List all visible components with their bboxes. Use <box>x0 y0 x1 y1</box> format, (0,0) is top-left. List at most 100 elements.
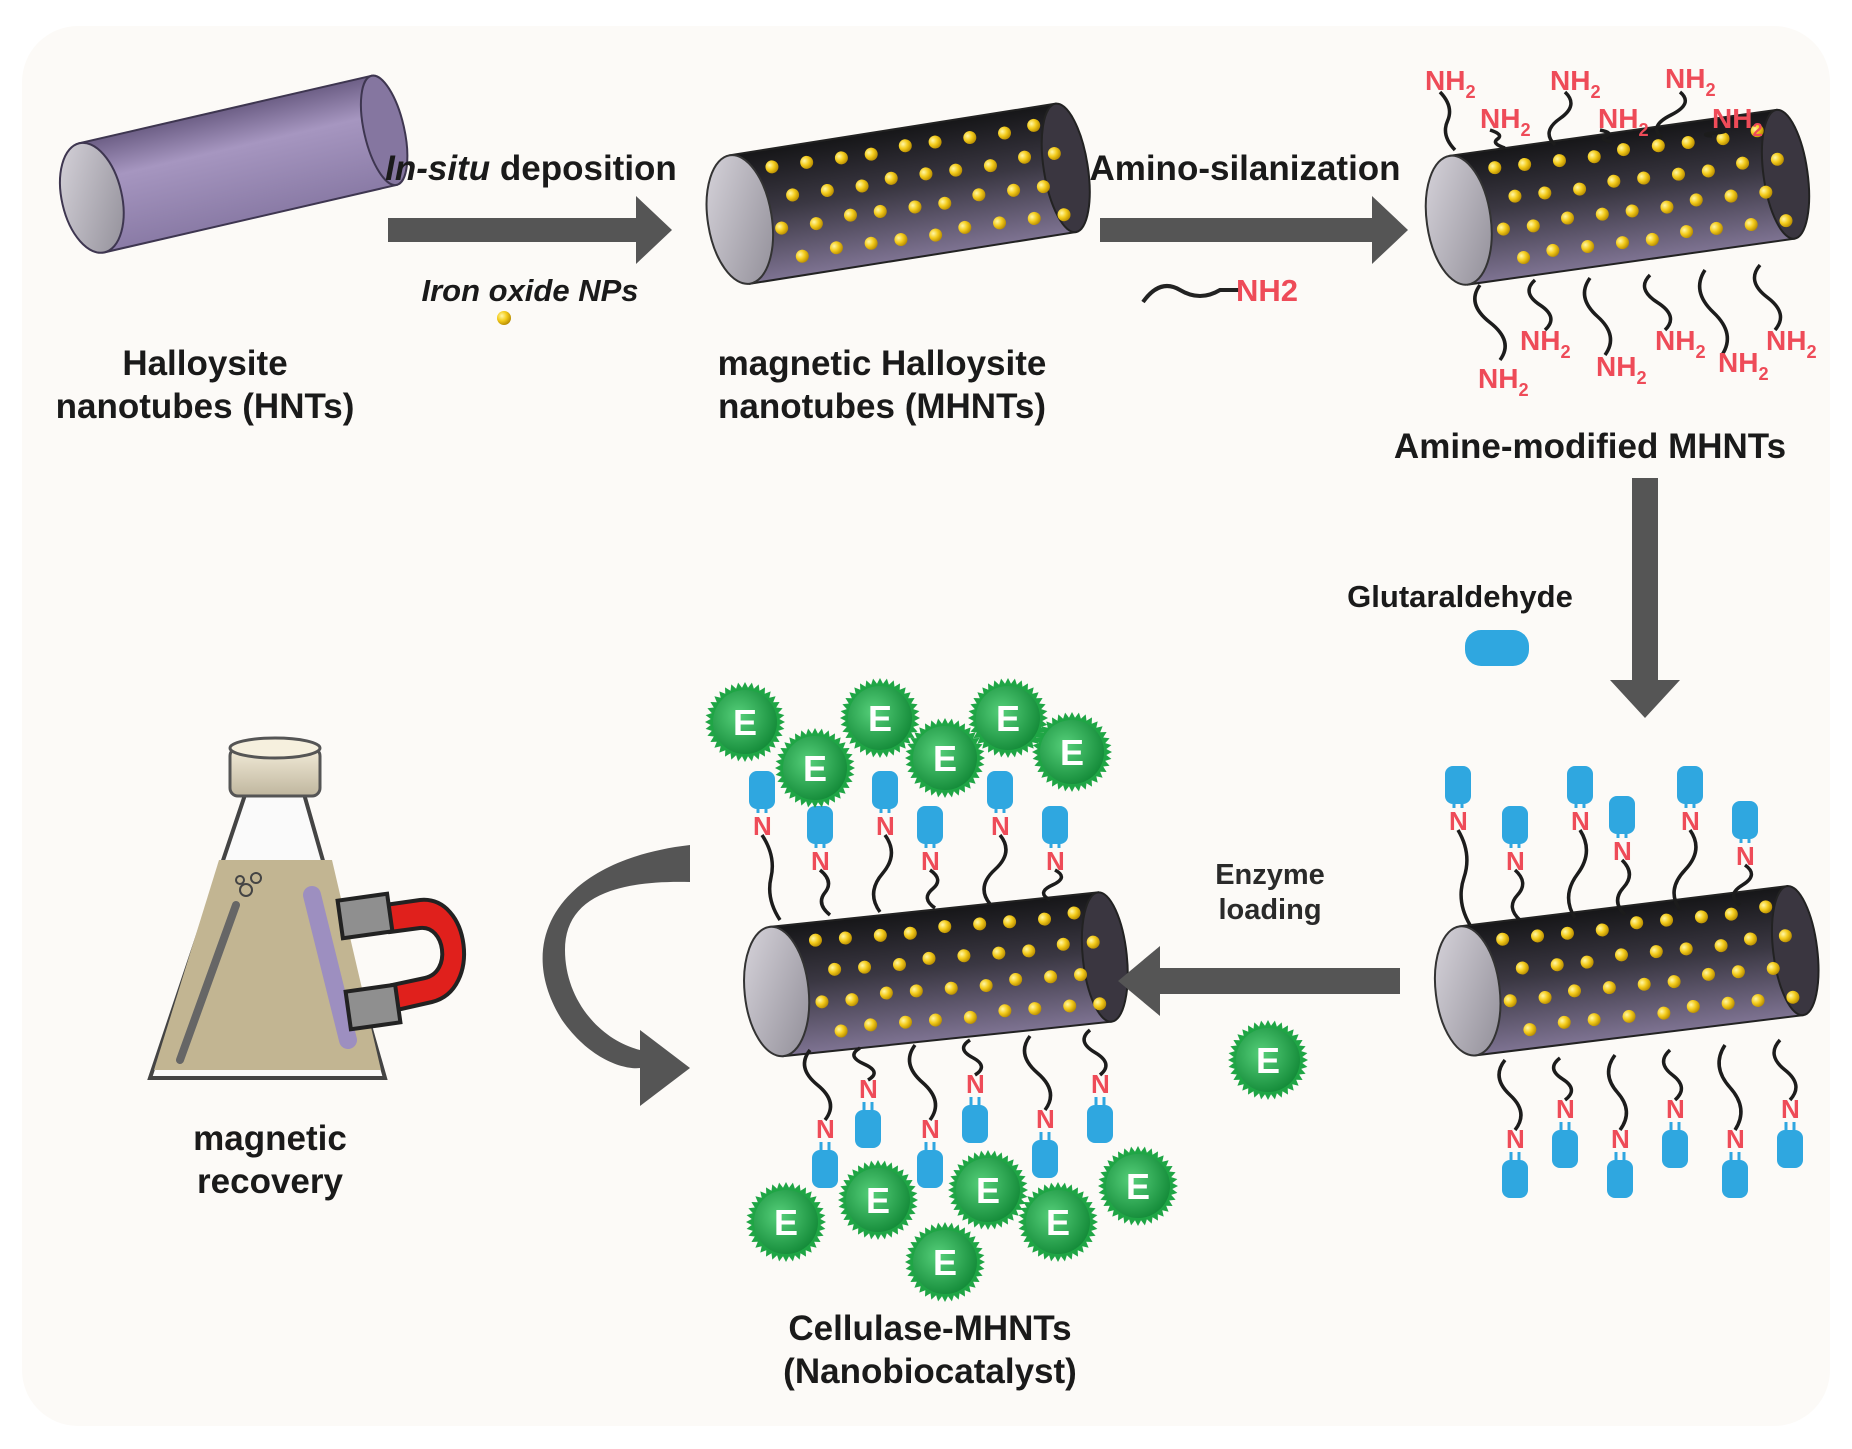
imine-label: N <box>1781 1094 1800 1124</box>
iron-oxide-particle-icon <box>1701 164 1715 178</box>
iron-oxide-particles <box>1488 124 1793 265</box>
iron-oxide-particle-icon <box>998 126 1012 140</box>
iron-oxide-particle-icon <box>1587 150 1601 164</box>
glutaraldehyde-linker-icon <box>1662 1130 1688 1168</box>
imine-label: N <box>1449 806 1468 836</box>
iron-oxide-particle-icon <box>1573 182 1587 196</box>
iron-oxide-particle-icon <box>909 984 923 998</box>
enzyme-sphere-icon: E <box>838 1160 918 1240</box>
iron-oxide-particle-icon <box>979 979 993 993</box>
iron-oxide-particle-icon <box>1526 219 1540 233</box>
imine-label: N <box>859 1074 878 1104</box>
iron-oxide-particle-icon <box>1680 225 1694 239</box>
alkyl-chain <box>1752 263 1783 332</box>
iron-oxide-particle-icon <box>1093 997 1107 1011</box>
enzyme-sphere-icon: E <box>905 718 985 798</box>
alkyl-chain <box>1582 276 1613 357</box>
alkyl-chain <box>1606 1053 1629 1132</box>
enzyme-label: E <box>868 698 892 739</box>
iron-oxide-particle-icon <box>1649 945 1663 959</box>
glutaraldehyde-linker-icon <box>917 806 943 844</box>
imine-label: N <box>811 846 830 876</box>
iron-oxide-particle-icon <box>1018 150 1032 164</box>
flask-icon <box>147 736 388 1080</box>
iron-oxide-particle-icon <box>1581 240 1595 254</box>
enzyme-sphere-icon: E <box>1018 1182 1098 1262</box>
iron-oxide-particle-icon <box>1625 204 1639 218</box>
arrow-deposition <box>388 196 672 264</box>
amine-group-label: NH2 <box>1596 351 1647 388</box>
halloysite-tube-icon <box>58 74 409 254</box>
iron-oxide-particle-icon <box>1022 944 1036 958</box>
alkyl-chain <box>1082 1028 1108 1077</box>
iron-oxide-particle-icon <box>1645 232 1659 246</box>
glutaraldehyde-linker-icon <box>1465 630 1529 666</box>
iron-oxide-particle-icon <box>1716 132 1730 146</box>
iron-oxide-particle-icon <box>1724 189 1738 203</box>
arrow-enzyme-loading <box>1118 946 1400 1016</box>
iron-oxide-particle-icon <box>1557 1015 1571 1029</box>
iron-oxide-particle-icon <box>1778 929 1792 943</box>
glutaraldehyde-linker-icon <box>1445 766 1471 804</box>
iron-oxide-particle-icon <box>1531 929 1545 943</box>
iron-oxide-particle-icon <box>1595 923 1609 937</box>
iron-oxide-particle-icon <box>1056 937 1070 951</box>
arrow-silanization <box>1100 196 1408 264</box>
iron-oxide-particle-icon <box>1686 999 1700 1013</box>
alkyl-chain <box>1731 863 1754 907</box>
alkyl-chain <box>1599 128 1613 144</box>
magnet-icon <box>335 891 466 1032</box>
iron-oxide-particle-icon <box>1657 1006 1671 1020</box>
iron-oxide-particle-icon <box>1538 990 1552 1004</box>
alkyl-chain <box>1473 283 1507 362</box>
iron-oxide-particle-icon <box>1660 913 1674 927</box>
iron-oxide-particle-icon <box>864 1018 878 1032</box>
alkyl-chain <box>802 1048 833 1122</box>
iron-oxide-particle-icon <box>858 960 872 974</box>
iron-oxide-particle-icon <box>957 949 971 963</box>
iron-oxide-particle-icon <box>1038 912 1052 926</box>
iron-oxide-particle-icon <box>963 1010 977 1024</box>
enzyme-label: E <box>774 1202 798 1243</box>
imine-label: N <box>876 811 895 841</box>
iron-oxide-particle-icon <box>1508 189 1522 203</box>
iron-oxide-particle-icon <box>809 217 823 231</box>
iron-oxide-particle-icon <box>1617 143 1631 157</box>
iron-oxide-particle-icon <box>1779 214 1793 228</box>
imine-label: N <box>921 1114 940 1144</box>
amine-reagent-label: NH2 <box>1236 273 1299 308</box>
glutaraldehyde-linker-icon <box>812 1150 838 1188</box>
alkyl-chain <box>818 868 832 917</box>
iron-oxide-particles <box>1496 900 1800 1037</box>
glutaraldehyde-linker-icon <box>1567 766 1593 804</box>
amine-group-label: NH2 <box>1655 325 1706 362</box>
iron-oxide-particle-icon <box>983 159 997 173</box>
amine-group-label: NH2 <box>1718 347 1769 384</box>
iron-oxide-particle-icon <box>1709 221 1723 235</box>
iron-oxide-particle-icon <box>864 236 878 250</box>
iron-oxide-particle-icon <box>908 200 922 214</box>
iron-oxide-particle-icon <box>775 221 789 235</box>
iron-oxide-particle-icon <box>1614 948 1628 962</box>
iron-oxide-particle-icon <box>963 131 977 145</box>
alkyl-chain <box>1697 269 1730 356</box>
iron-oxide-particle-icon <box>1003 915 1017 929</box>
enzyme-sphere-icon: E <box>840 678 920 758</box>
enzyme-sphere-icon: E <box>968 678 1048 758</box>
iron-oxide-particle-icon <box>786 188 800 202</box>
alkyl-chain <box>982 833 1008 906</box>
iron-oxide-particle-icon <box>1496 222 1510 236</box>
iron-oxide-particle-icon <box>1660 200 1674 214</box>
glutaraldehyde-linker-icon <box>1609 796 1635 834</box>
iron-oxide-particle-icon <box>834 1024 848 1038</box>
iron-oxide-particle-icon <box>1759 185 1773 199</box>
silanization-label: Amino-silanization <box>1089 149 1401 188</box>
iron-oxide-particle-icon <box>919 167 933 181</box>
amine-group-label: NH2 <box>1425 65 1476 102</box>
iron-oxide-particle-icon <box>1044 970 1058 984</box>
iron-oxide-particle-icon <box>1744 218 1758 232</box>
iron-oxide-particle-icon <box>815 995 829 1009</box>
glutaraldehyde-linker-icon <box>1732 801 1758 839</box>
enzyme-sphere-icon: E <box>705 682 785 762</box>
